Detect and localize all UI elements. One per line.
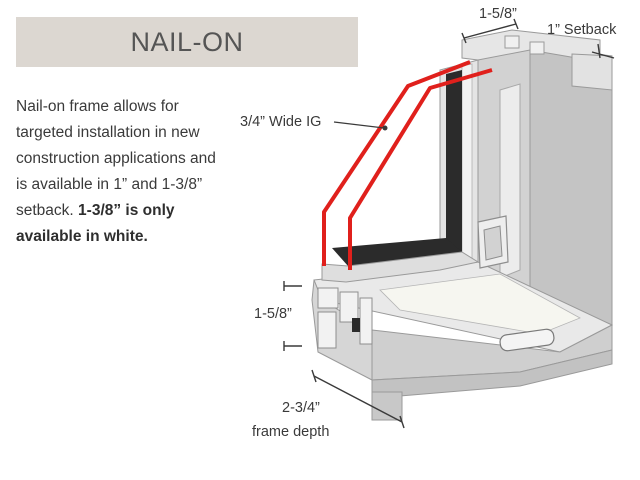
depth-dim-line — [313, 375, 403, 423]
glass-pane-inner — [348, 68, 493, 270]
profile-chamber-4 — [359, 297, 373, 345]
setback-fin — [571, 53, 613, 91]
profile-chamber-1 — [317, 287, 339, 309]
sash-horizontal — [321, 251, 480, 283]
lift-handle-hole — [483, 225, 503, 261]
sill-inner-light — [379, 273, 581, 335]
ig-leader-dot — [382, 125, 388, 131]
jamb-top-rib-2 — [529, 41, 545, 55]
setback-label: 1” Setback — [547, 22, 617, 38]
spacer-horizontal — [332, 238, 462, 266]
setback-dim-line — [591, 51, 615, 59]
profile-clip — [352, 318, 360, 332]
title-box: NAIL-ON — [16, 17, 358, 67]
top-dim-line — [463, 23, 517, 39]
frame-depth-value: 2-3/4” — [282, 400, 320, 416]
spacer-vertical — [446, 70, 462, 256]
profile-chamber-2 — [339, 291, 359, 323]
description-text: Nail-on frame allows for targeted instal… — [16, 98, 216, 219]
depth-dim-tick-left — [311, 369, 317, 383]
page-title: NAIL-ON — [130, 27, 244, 57]
frame-depth-caption: frame depth — [252, 424, 330, 440]
jamb-top-rib — [504, 35, 520, 49]
description: Nail-on frame allows for targeted instal… — [16, 94, 216, 250]
sash-vertical-face — [461, 63, 473, 263]
ig-leader-line — [333, 121, 385, 129]
ig-label: 3/4” Wide IG — [240, 114, 322, 130]
glass-pane-outer — [322, 60, 471, 266]
top-dim-tick-right — [513, 18, 519, 30]
top-dim-tick-left — [461, 32, 467, 44]
setback-dim-tick — [597, 43, 601, 59]
frame-bottom-edge — [371, 391, 403, 421]
top-dimension-label: 1-5/8” — [479, 6, 517, 22]
depth-dim-tick-right — [399, 415, 405, 429]
weep-slot — [499, 328, 555, 352]
description-bold: 1-3/8” is only available in white. — [16, 202, 175, 245]
left-dimension-label: 1-5/8” — [254, 306, 292, 322]
profile-chamber-3 — [317, 311, 337, 349]
